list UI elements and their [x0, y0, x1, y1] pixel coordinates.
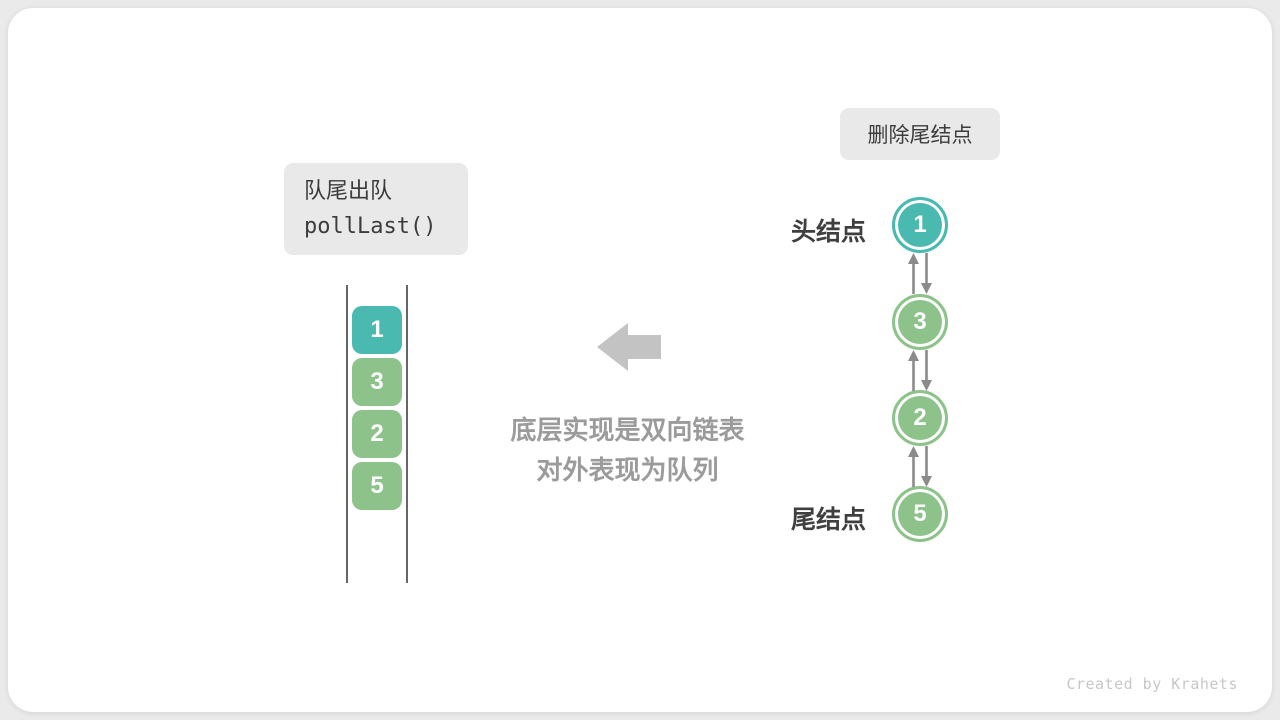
- caption-line-2: 对外表现为队列: [536, 455, 719, 485]
- head-node-label: 头结点: [790, 218, 866, 246]
- operation-title: 队尾出队: [304, 178, 393, 203]
- tail-node-label: 尾结点: [790, 506, 866, 534]
- left-block-arrow-icon: [597, 323, 661, 371]
- diagram-card: [8, 8, 1272, 712]
- operation-method: pollLast(): [304, 214, 437, 239]
- operation-label-box: 队尾出队 pollLast(): [284, 163, 468, 255]
- bidirectional-arrow-icon: [908, 253, 932, 294]
- queue-wall-left: [346, 285, 348, 583]
- queue-cell: 5: [352, 462, 402, 510]
- watermark: Created by Krahets: [1066, 675, 1238, 693]
- queue-cell: 3: [352, 358, 402, 406]
- bidirectional-arrow-icon: [908, 446, 932, 487]
- queue-cell: 2: [352, 410, 402, 458]
- caption: 底层实现是双向链表 对外表现为队列: [455, 410, 800, 490]
- caption-line-1: 底层实现是双向链表: [510, 415, 745, 445]
- list-node: 5: [892, 486, 948, 542]
- queue-wall-right: [406, 285, 408, 583]
- bidirectional-arrow-icon: [908, 350, 932, 391]
- list-node: 2: [892, 390, 948, 446]
- list-node: 3: [892, 294, 948, 350]
- delete-tail-label-box: 删除尾结点: [840, 108, 1000, 160]
- list-node: 1: [892, 197, 948, 253]
- queue-cell: 1: [352, 306, 402, 354]
